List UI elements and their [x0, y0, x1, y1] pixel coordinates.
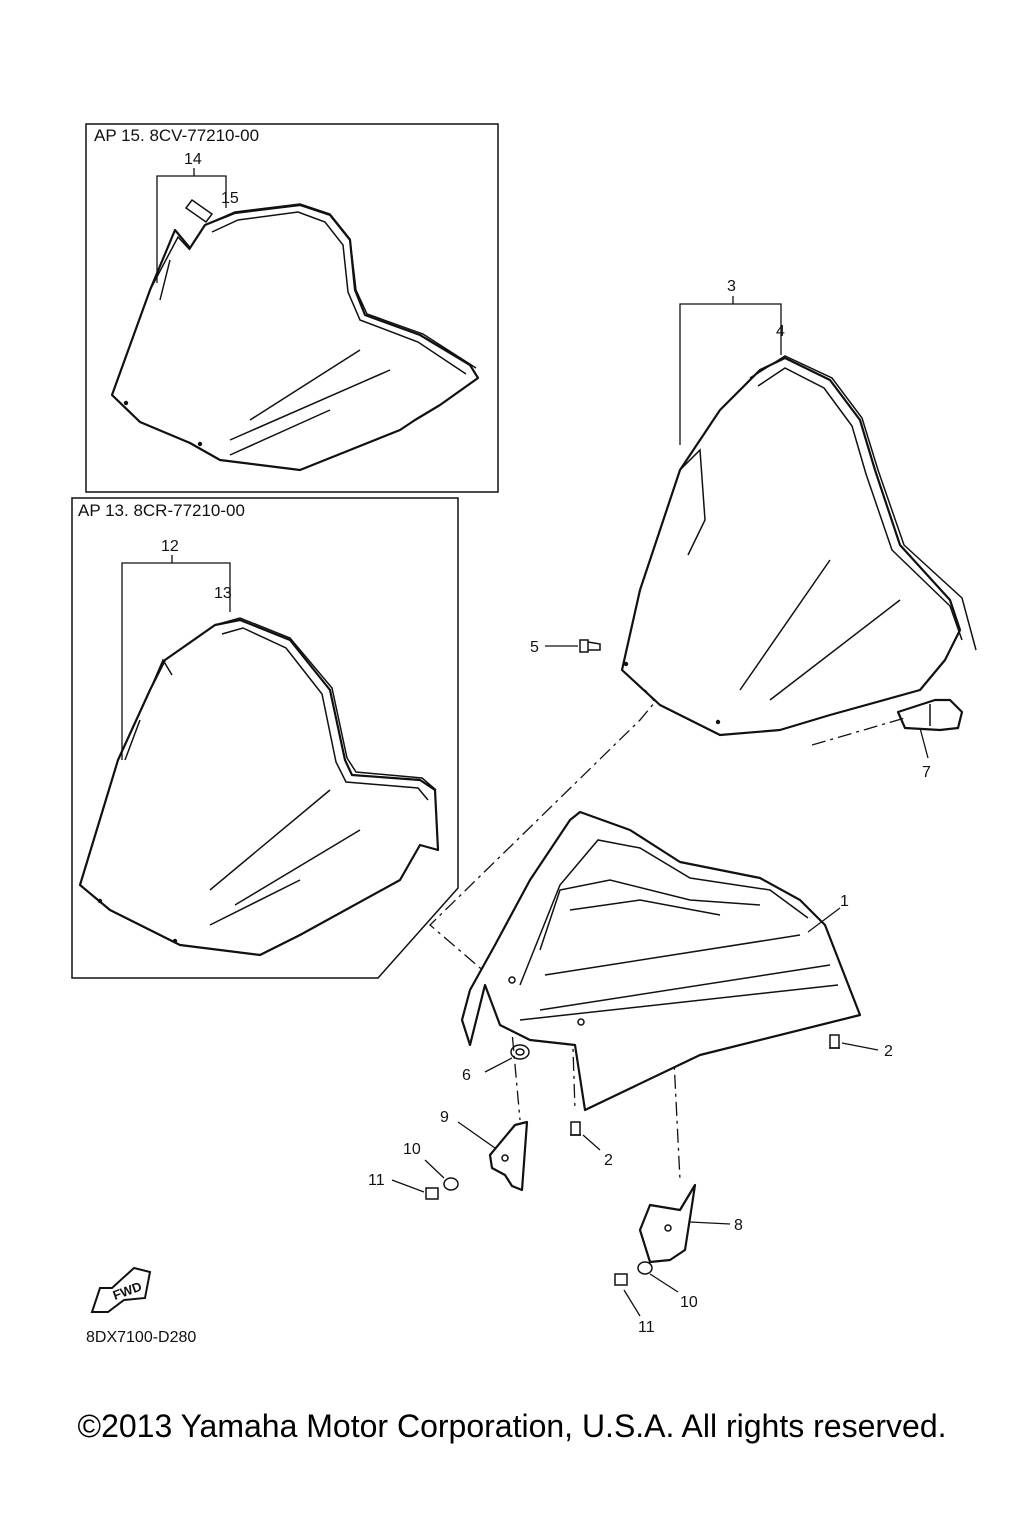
callout-10-lower: 10: [680, 1294, 698, 1311]
callout-15: 15: [221, 190, 239, 207]
callout-12: 12: [161, 538, 179, 555]
callout-4: 4: [776, 323, 785, 340]
bracket-part-9: [488, 1120, 529, 1192]
screw-part-2-right: [829, 1034, 840, 1049]
callout-10-upper: 10: [403, 1141, 421, 1158]
washer-part-10-upper: [443, 1177, 459, 1191]
copyright-notice: ©2013 Yamaha Motor Corporation, U.S.A. A…: [77, 1408, 947, 1444]
callout-1: 1: [840, 893, 849, 910]
callout-7: 7: [922, 764, 931, 781]
option-box-ap15-label: AP 15. 8CV-77210-00: [94, 126, 259, 145]
option-box-ap13: AP 13. 8CR-77210-00 12 13: [71, 497, 459, 979]
washer-part-10-lower: [637, 1261, 653, 1275]
windshield-part-12: [78, 617, 440, 957]
bracket-part-8: [638, 1183, 697, 1264]
grommet-part-6: [510, 1044, 530, 1060]
bolt-part-5: [579, 639, 601, 653]
callout-13: 13: [214, 585, 232, 602]
cowl-part-1: [460, 810, 862, 1112]
callout-5: 5: [530, 639, 539, 656]
option-box-ap15: AP 15. 8CV-77210-00 14 15: [85, 123, 499, 493]
nut-part-11-upper: [425, 1187, 439, 1200]
figure-code: 8DX7100-D280: [86, 1329, 196, 1346]
forward-arrow-icon: FWD: [90, 1266, 152, 1313]
nut-part-11-lower: [614, 1273, 628, 1286]
adjust-knob-part-7: [896, 698, 964, 732]
option-box-ap13-label: AP 13. 8CR-77210-00: [78, 501, 245, 520]
callout-3: 3: [727, 278, 736, 295]
seal-part-15: [184, 198, 214, 224]
callout-6: 6: [462, 1067, 471, 1084]
screw-part-2-lower: [570, 1121, 581, 1136]
callout-14: 14: [184, 151, 202, 168]
callout-2-right: 2: [884, 1043, 893, 1060]
callout-8: 8: [734, 1217, 743, 1234]
callout-9: 9: [440, 1109, 449, 1126]
windshield-part-3: [620, 355, 977, 737]
callout-11-upper: 11: [368, 1172, 385, 1189]
callout-11-lower: 11: [638, 1319, 655, 1336]
callout-2-lower: 2: [604, 1152, 613, 1169]
windshield-part-14: [110, 203, 480, 472]
